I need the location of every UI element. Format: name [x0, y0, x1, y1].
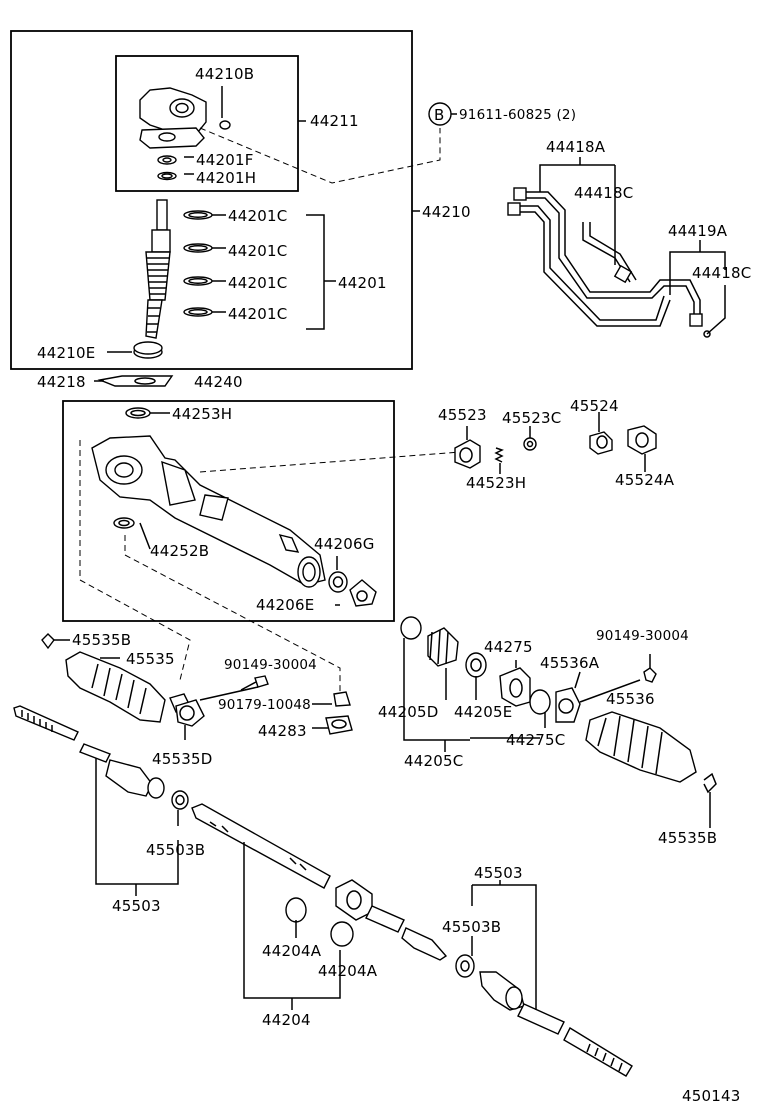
rack-bar-drawing — [191, 803, 448, 961]
label-45503B-2: 45503B — [442, 918, 501, 936]
label-44218: 44218 — [37, 373, 86, 391]
label-44201C-2: 44201C — [228, 242, 287, 260]
label-44205D: 44205D — [378, 703, 438, 721]
leaders-left-boot — [54, 639, 332, 740]
label-44201H: 44201H — [196, 169, 256, 187]
leaders-rack — [139, 412, 340, 606]
right-tie-rod-drawing — [455, 954, 633, 1077]
seal-rings — [183, 210, 213, 317]
label-44205C: 44205C — [404, 752, 463, 770]
label-44201C-1: 44201C — [228, 207, 287, 225]
label-45503B-1: 45503B — [146, 841, 205, 859]
label-44201: 44201 — [338, 274, 387, 292]
label-45535B-2: 45535B — [658, 829, 717, 847]
label-90149-2: 90149-30004 — [596, 628, 689, 644]
label-44206G: 44206G — [314, 535, 375, 553]
label-44204: 44204 — [262, 1011, 311, 1029]
bolt-marker-letter: B — [434, 106, 445, 124]
right-boot-drawing — [400, 616, 717, 794]
label-44204A-1: 44204A — [262, 942, 322, 960]
label-44201F: 44201F — [196, 151, 254, 169]
label-45535B-1: 45535B — [72, 631, 131, 649]
label-44206E: 44206E — [256, 596, 314, 614]
left-tie-rod-drawing — [13, 705, 189, 810]
leaders-mount — [466, 412, 646, 474]
valve-housing-box — [115, 55, 299, 192]
label-bolt-part: 91611-60825 (2) — [459, 107, 576, 123]
label-45536: 45536 — [606, 690, 655, 708]
label-44253H: 44253H — [172, 405, 232, 423]
dash-housing-to-mount — [199, 451, 461, 473]
label-45536A: 45536A — [540, 654, 600, 672]
diagram-code: 450143 — [682, 1087, 740, 1105]
valve-assembly-box — [10, 30, 413, 370]
label-45503-1: 45503 — [112, 897, 161, 915]
label-45503-2: 45503 — [474, 864, 523, 882]
gasket-drawing — [97, 375, 174, 387]
rack-housing-box — [62, 400, 395, 622]
label-45523: 45523 — [438, 406, 487, 424]
label-44275: 44275 — [484, 638, 533, 656]
label-44418C-2: 44418C — [692, 264, 751, 282]
label-44419A: 44419A — [668, 222, 728, 240]
leaders-tie-rods — [95, 758, 537, 1010]
leaders-valve — [107, 86, 420, 353]
label-44201C-4: 44201C — [228, 305, 287, 323]
label-90179: 90179-10048 — [218, 697, 311, 713]
left-boot-drawing — [41, 633, 353, 735]
label-44252B: 44252B — [150, 542, 209, 560]
label-44211: 44211 — [310, 112, 359, 130]
pinion-shaft-drawing — [133, 199, 171, 359]
label-45535D: 45535D — [152, 750, 212, 768]
mount-parts-drawing — [454, 425, 657, 469]
label-90149-1: 90149-30004 — [224, 657, 317, 673]
label-45524A: 45524A — [615, 471, 675, 489]
valve-housing-drawing — [139, 87, 231, 181]
label-44201C-3: 44201C — [228, 274, 287, 292]
label-44275C: 44275C — [506, 731, 565, 749]
label-44283: 44283 — [258, 722, 307, 740]
dash-housing-to-bolt — [199, 127, 441, 184]
label-45524: 45524 — [570, 397, 619, 415]
rack-housing-drawing — [91, 407, 377, 607]
label-45535: 45535 — [126, 650, 175, 668]
label-44210E: 44210E — [37, 344, 95, 362]
label-44523H: 44523H — [466, 474, 526, 492]
label-44210B: 44210B — [195, 65, 254, 83]
leaders-tubes — [539, 157, 726, 335]
leaders-right-boot — [403, 638, 711, 828]
label-44418C-1: 44418C — [574, 184, 633, 202]
label-44418A: 44418A — [546, 138, 606, 156]
label-44210: 44210 — [422, 203, 471, 221]
label-45523C: 45523C — [502, 409, 561, 427]
pressure-tubes-drawing — [507, 187, 711, 338]
dash-housing-to-boot — [79, 440, 341, 700]
label-44205E: 44205E — [454, 703, 512, 721]
label-44240: 44240 — [194, 373, 243, 391]
label-44204A-2: 44204A — [318, 962, 378, 980]
